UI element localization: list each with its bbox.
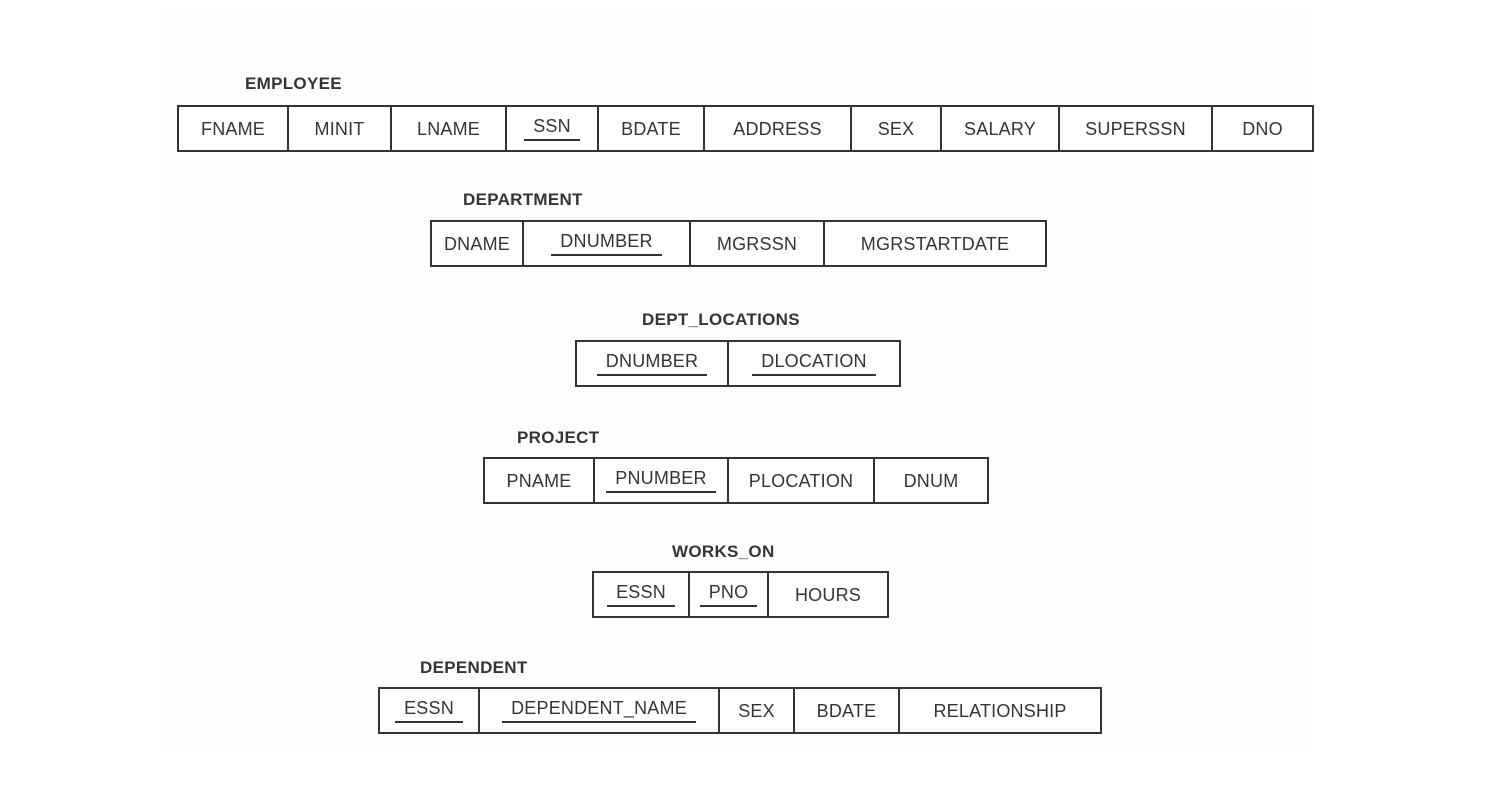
- attribute-label: DNO: [1242, 118, 1283, 139]
- primary-key-attribute-label: ESSN: [395, 698, 463, 723]
- attribute-label: LNAME: [416, 118, 480, 139]
- attribute-label: BDATE: [621, 118, 681, 139]
- column-employee-sex: SEX: [852, 107, 942, 150]
- column-employee-dno: DNO: [1213, 107, 1312, 150]
- column-department-dnumber: DNUMBER: [524, 222, 691, 265]
- primary-key-attribute-label: PNO: [699, 582, 758, 607]
- attribute-label: MGRSSN: [716, 233, 798, 254]
- relation-title-dept_locations: DEPT_LOCATIONS: [642, 310, 800, 329]
- attribute-label: SEX: [738, 700, 775, 721]
- column-project-plocation: PLOCATION: [729, 459, 875, 502]
- column-project-pnumber: PNUMBER: [595, 459, 729, 502]
- attribute-label: PNAME: [506, 470, 572, 491]
- column-employee-minit: MINIT: [289, 107, 392, 150]
- column-dept_locations-dnumber: DNUMBER: [577, 342, 729, 385]
- relation-title-employee: EMPLOYEE: [245, 74, 342, 93]
- relation-title-project: PROJECT: [517, 428, 600, 447]
- primary-key-attribute-label: ESSN: [607, 582, 675, 607]
- attribute-label: SUPERSSN: [1085, 118, 1186, 139]
- column-dependent-bdate: BDATE: [795, 689, 900, 732]
- relation-project: PNAME PNUMBER PLOCATION DNUM: [483, 457, 989, 504]
- attribute-label: ADDRESS: [733, 118, 822, 139]
- column-dependent-dependent_name: DEPENDENT_NAME: [480, 689, 720, 732]
- column-dependent-essn: ESSN: [380, 689, 480, 732]
- attribute-label: SALARY: [964, 118, 1036, 139]
- relation-works_on: ESSN PNO HOURS: [592, 571, 889, 618]
- relation-department: DNAME DNUMBER MGRSSN MGRSTARTDATE: [430, 220, 1047, 267]
- primary-key-attribute-label: PNUMBER: [606, 468, 716, 493]
- relation-employee: FNAME MINIT LNAME SSN BDATE ADDRESS SEX SALARY S…: [177, 105, 1314, 152]
- column-dept_locations-dlocation: DLOCATION: [729, 342, 899, 385]
- column-employee-salary: SALARY: [942, 107, 1060, 150]
- column-department-dname: DNAME: [432, 222, 524, 265]
- column-employee-ssn: SSN: [507, 107, 599, 150]
- column-department-mgrstartdate: MGRSTARTDATE: [825, 222, 1045, 265]
- primary-key-attribute-label: SSN: [524, 116, 580, 141]
- attribute-label: HOURS: [794, 584, 861, 605]
- attribute-label: DNUM: [903, 470, 959, 491]
- relation-title-dependent: DEPENDENT: [420, 658, 528, 677]
- primary-key-attribute-label: DNUMBER: [596, 351, 708, 376]
- relation-title-works_on: WORKS_ON: [672, 542, 775, 561]
- column-employee-lname: LNAME: [392, 107, 507, 150]
- primary-key-attribute-label: DEPENDENT_NAME: [502, 698, 696, 723]
- attribute-label: FNAME: [201, 118, 265, 139]
- column-works_on-pno: PNO: [690, 573, 769, 616]
- column-works_on-hours: HOURS: [769, 573, 887, 616]
- relation-title-department: DEPARTMENT: [463, 190, 583, 209]
- column-employee-address: ADDRESS: [705, 107, 852, 150]
- attribute-label: RELATIONSHIP: [933, 700, 1067, 721]
- column-works_on-essn: ESSN: [594, 573, 690, 616]
- column-project-dnum: DNUM: [875, 459, 987, 502]
- relation-dependent: ESSN DEPENDENT_NAME SEX BDATE RELATIONSHIP: [378, 687, 1102, 734]
- attribute-label: BDATE: [816, 700, 877, 721]
- primary-key-attribute-label: DNUMBER: [551, 231, 662, 256]
- column-dependent-sex: SEX: [720, 689, 795, 732]
- column-project-pname: PNAME: [485, 459, 595, 502]
- column-employee-fname: FNAME: [179, 107, 289, 150]
- column-department-mgrssn: MGRSSN: [691, 222, 825, 265]
- column-employee-superssn: SUPERSSN: [1060, 107, 1213, 150]
- attribute-label: SEX: [877, 118, 915, 139]
- attribute-label: MINIT: [314, 118, 365, 139]
- attribute-label: PLOCATION: [748, 470, 854, 491]
- attribute-label: DNAME: [443, 233, 510, 254]
- primary-key-attribute-label: DLOCATION: [752, 351, 876, 376]
- attribute-label: MGRSTARTDATE: [860, 233, 1010, 254]
- column-employee-bdate: BDATE: [599, 107, 705, 150]
- relation-dept_locations: DNUMBER DLOCATION: [575, 340, 901, 387]
- column-dependent-relationship: RELATIONSHIP: [900, 689, 1100, 732]
